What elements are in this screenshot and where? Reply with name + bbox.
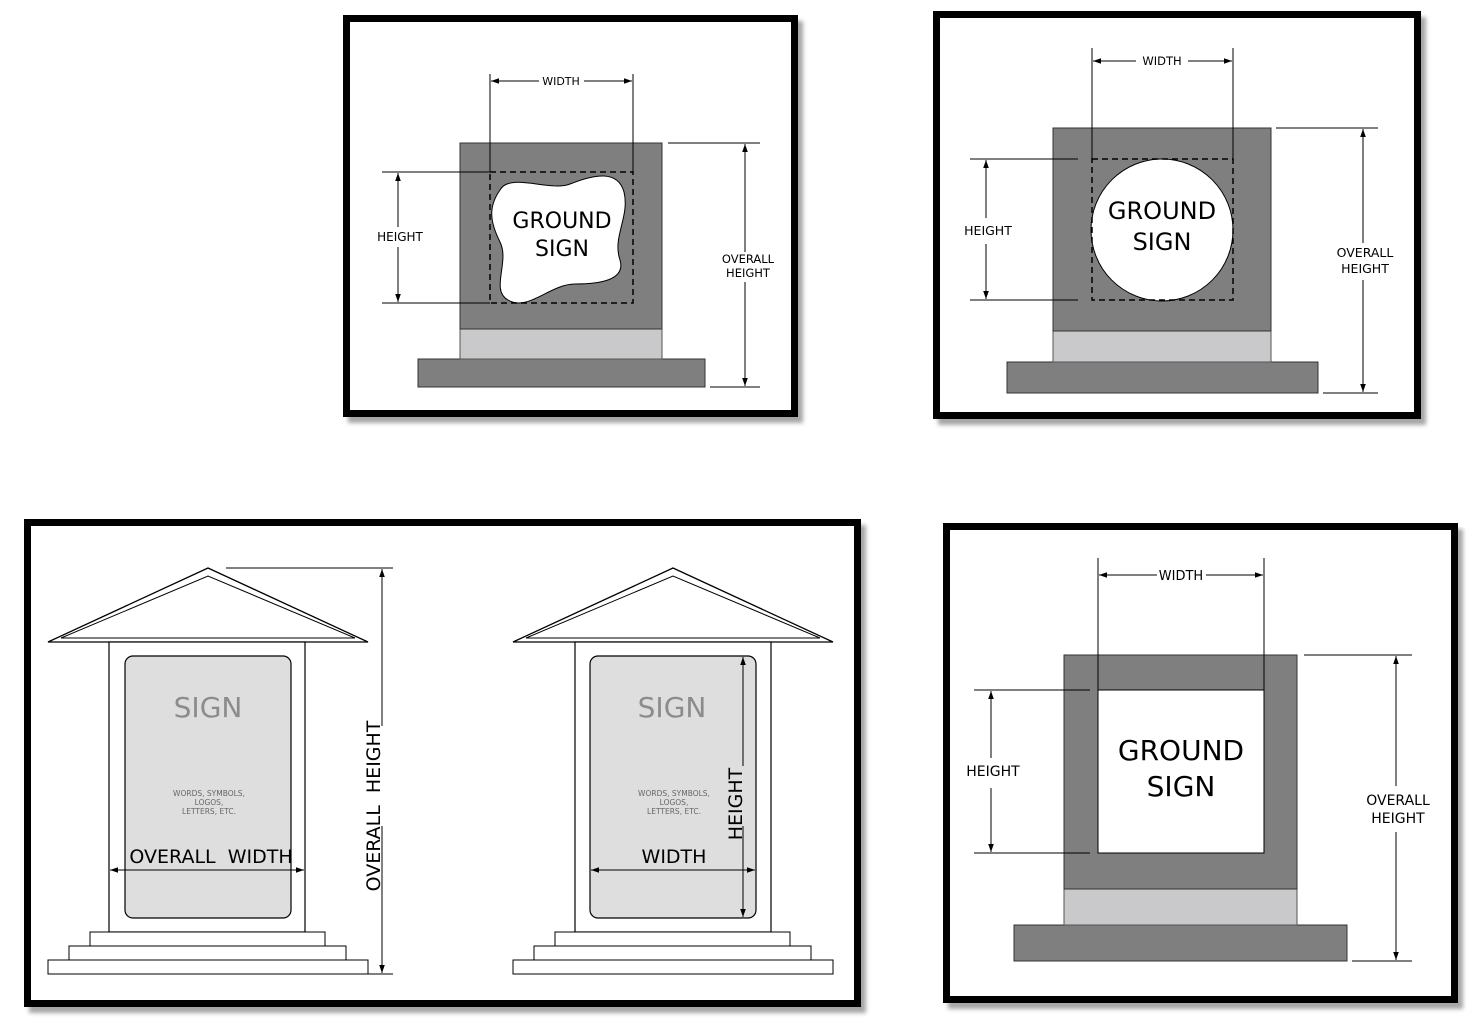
- circle-sign-diagram-panel: GROUND SIGN WIDTH HEIGHT OVERALL HEIGHT: [933, 11, 1421, 419]
- kiosk-content-line1: WORDS, SYMBOLS,: [173, 789, 245, 798]
- sign-base: [417, 358, 706, 388]
- irregular-sign-face: [491, 175, 626, 304]
- kiosk-right: SIGN WORDS, SYMBOLS, LOGOS, LETTERS, ETC…: [512, 567, 834, 975]
- overall-height-label-line1: OVERALL: [722, 252, 775, 266]
- sign-text-line1: GROUND: [512, 209, 611, 234]
- height-label: HEIGHT: [966, 764, 1020, 780]
- kiosk-content-line1: WORDS, SYMBOLS,: [638, 789, 710, 798]
- kiosk-content-line2: LOGOS,: [660, 798, 689, 807]
- sign-text-line2: SIGN: [535, 237, 589, 262]
- kiosk-content-line3: LETTERS, ETC.: [647, 807, 701, 816]
- overall-width-label: OVERALL WIDTH: [129, 846, 292, 868]
- sign-base: [1013, 924, 1348, 962]
- kiosk-step-3: [512, 959, 834, 975]
- kiosk-sign-panel: [124, 655, 292, 919]
- width-label: WIDTH: [1142, 54, 1181, 68]
- overall-height-label: OVERALL HEIGHT: [363, 720, 385, 891]
- kiosk-sign-panel: [589, 655, 757, 919]
- kiosk-sign-diagram: SIGN WORDS, SYMBOLS, LOGOS, LETTERS, ETC…: [47, 567, 834, 975]
- width-label: WIDTH: [642, 846, 707, 868]
- sign-base: [1006, 361, 1319, 394]
- kiosk-step-1: [89, 931, 326, 947]
- square-sign-diagram-panel: GROUND SIGN WIDTH HEIGHT OVERALL HEIGHT: [943, 523, 1458, 1003]
- kiosk-step-2: [68, 945, 347, 961]
- kiosk-sign-label: SIGN: [174, 691, 243, 724]
- sign-plinth: [1063, 888, 1298, 926]
- sign-area-dashed-box: [1091, 158, 1234, 301]
- sign-area-dashed-box: [489, 171, 634, 304]
- kiosk-roof: [512, 567, 834, 643]
- kiosk-step-2: [533, 945, 812, 961]
- overall-height-label-line2: HEIGHT: [726, 266, 771, 280]
- height-label: HEIGHT: [725, 767, 747, 840]
- sign-text-line2: SIGN: [1147, 770, 1216, 803]
- circle-sign-diagram: GROUND SIGN WIDTH HEIGHT OVERALL HEIGHT: [964, 48, 1394, 394]
- irregular-sign-diagram-panel: GROUND SIGN WIDTH HEIGHT OVERALL HEIGHT: [343, 15, 798, 417]
- kiosk-sign-diagram-panel: SIGN WORDS, SYMBOLS, LOGOS, LETTERS, ETC…: [24, 519, 861, 1007]
- overall-height-label-line1: OVERALL: [1366, 793, 1430, 809]
- kiosk-step-1: [554, 931, 791, 947]
- kiosk-content-line3: LETTERS, ETC.: [182, 807, 236, 816]
- overall-height-label-line2: HEIGHT: [1371, 811, 1425, 827]
- square-sign-diagram: GROUND SIGN WIDTH HEIGHT OVERALL HEIGHT: [966, 558, 1430, 962]
- irregular-sign-diagram: GROUND SIGN WIDTH HEIGHT OVERALL HEIGHT: [377, 74, 775, 388]
- sign-text-line2: SIGN: [1133, 228, 1192, 256]
- kiosk-roof: [47, 567, 369, 643]
- height-label: HEIGHT: [377, 230, 423, 244]
- kiosk-content-line2: LOGOS,: [195, 798, 224, 807]
- kiosk-step-3: [47, 959, 369, 975]
- width-label: WIDTH: [542, 75, 580, 88]
- kiosk-sign-label: SIGN: [638, 691, 707, 724]
- square-sign-face: [1097, 689, 1265, 854]
- overall-height-label-line1: OVERALL: [1337, 245, 1394, 260]
- width-label: WIDTH: [1159, 569, 1203, 584]
- overall-height-label-line2: HEIGHT: [1341, 261, 1389, 276]
- sign-text-line1: GROUND: [1108, 197, 1216, 225]
- sign-text-line1: GROUND: [1118, 734, 1244, 767]
- sign-plinth: [1052, 330, 1272, 363]
- sign-plinth: [459, 328, 663, 360]
- kiosk-left: SIGN WORDS, SYMBOLS, LOGOS, LETTERS, ETC…: [47, 567, 393, 975]
- height-label: HEIGHT: [964, 223, 1012, 238]
